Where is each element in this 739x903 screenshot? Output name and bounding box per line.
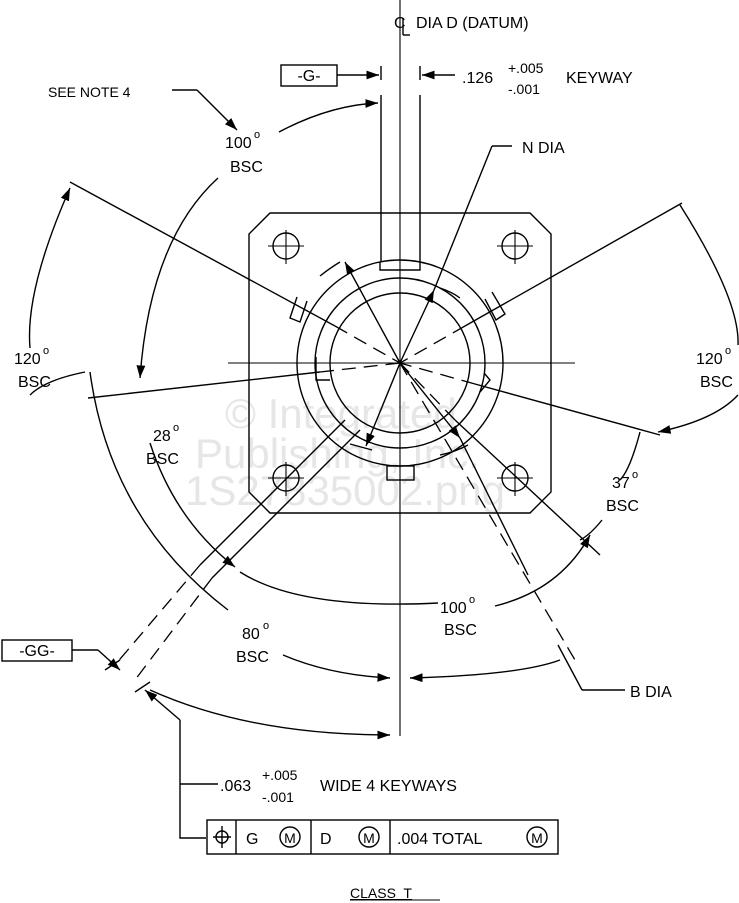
svg-text:BSC: BSC bbox=[444, 622, 477, 639]
mmc-modifier-icon bbox=[526, 826, 548, 848]
svg-text:D: D bbox=[320, 831, 332, 848]
keyway-tol-minus: -.001 bbox=[508, 81, 540, 97]
keyways-tol-plus: +.005 bbox=[262, 767, 298, 783]
svg-text:BSC: BSC bbox=[18, 374, 51, 391]
see-note-label: SEE NOTE 4 bbox=[48, 84, 131, 100]
svg-text:BSC: BSC bbox=[230, 159, 263, 176]
svg-text:37: 37 bbox=[612, 475, 630, 492]
svg-text:BSC: BSC bbox=[606, 498, 639, 515]
svg-text:M: M bbox=[531, 830, 543, 846]
keyways-value: .063 bbox=[220, 778, 251, 795]
b-dia-label: B DIA bbox=[630, 684, 672, 701]
svg-text:.004 TOTAL: .004 TOTAL bbox=[397, 831, 482, 848]
svg-text:28: 28 bbox=[153, 428, 171, 445]
mmc-modifier-icon bbox=[358, 826, 380, 848]
keyways-label: WIDE 4 KEYWAYS bbox=[320, 778, 457, 795]
svg-text:M: M bbox=[284, 830, 296, 846]
svg-text:120: 120 bbox=[696, 351, 723, 368]
svg-text:BSC: BSC bbox=[146, 451, 179, 468]
mounting-holes bbox=[268, 230, 533, 496]
svg-text:100: 100 bbox=[440, 600, 467, 617]
svg-text:© Integrated: © Integrated bbox=[225, 390, 457, 437]
keyways-tol-minus: -.001 bbox=[262, 789, 294, 805]
svg-text:M: M bbox=[363, 830, 375, 846]
radial-lines bbox=[69, 145, 683, 661]
position-icon bbox=[213, 826, 231, 848]
svg-text:1S27835002.png: 1S27835002.png bbox=[185, 467, 505, 514]
svg-text:100: 100 bbox=[225, 135, 252, 152]
svg-text:BSC: BSC bbox=[236, 649, 269, 666]
svg-text:80: 80 bbox=[242, 626, 260, 643]
watermark: © Integrated Publishing, Inc. 1S27835002… bbox=[185, 390, 505, 514]
feature-control-frame: G M D M .004 TOTAL M bbox=[206, 819, 559, 855]
square-flange bbox=[248, 212, 552, 514]
centerline-symbol: CL C bbox=[394, 15, 410, 36]
n-dia-label: N DIA bbox=[522, 140, 565, 157]
keyway-value: .126 bbox=[462, 70, 493, 87]
svg-text:G: G bbox=[246, 831, 258, 848]
svg-text:o: o bbox=[254, 129, 260, 141]
svg-text:o: o bbox=[43, 345, 49, 357]
keyway-lines-lower-left bbox=[72, 419, 361, 839]
keyway-tol-plus: +.005 bbox=[508, 60, 544, 76]
svg-text:o: o bbox=[469, 594, 475, 606]
svg-text:C: C bbox=[394, 15, 406, 32]
svg-text:o: o bbox=[263, 620, 269, 632]
datum-d-label: DIA D (DATUM) bbox=[416, 15, 529, 32]
datum-gg-label: -GG- bbox=[19, 643, 55, 660]
datum-g-label: -G- bbox=[297, 68, 320, 85]
svg-text:BSC: BSC bbox=[700, 374, 733, 391]
mmc-modifier-icon bbox=[279, 826, 301, 848]
datum-g-frame bbox=[280, 64, 338, 87]
keyway-label: KEYWAY bbox=[566, 70, 633, 87]
middle-ring bbox=[314, 277, 486, 449]
keys bbox=[289, 262, 506, 481]
svg-text:120: 120 bbox=[14, 351, 41, 368]
dimension-arcs bbox=[28, 99, 739, 740]
svg-text:o: o bbox=[173, 422, 179, 434]
inner-ring bbox=[329, 292, 471, 434]
class-label: CLASS T bbox=[350, 885, 412, 901]
datum-gg-frame bbox=[1, 639, 73, 662]
svg-text:o: o bbox=[725, 345, 731, 357]
svg-text:o: o bbox=[632, 469, 638, 481]
